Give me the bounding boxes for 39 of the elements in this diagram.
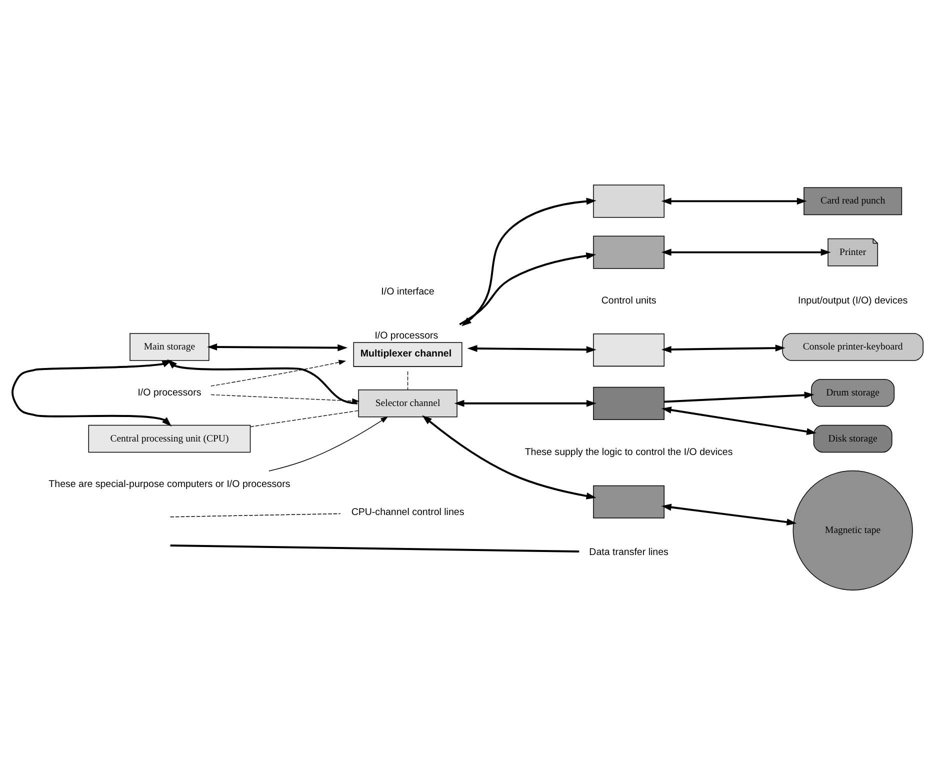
arrow [210, 394, 360, 404]
arrow [454, 400, 596, 407]
node-box [593, 236, 664, 269]
node-box [593, 184, 664, 218]
node-circle: Magnetic tape [792, 470, 913, 590]
node-text: These are special-purpose computers or I/O processors [48, 479, 290, 490]
label: Control units [601, 296, 656, 307]
arrow [167, 359, 358, 404]
label: These supply the logic to control the I/O devices [524, 446, 733, 458]
node-box: Console printer-keyboard [782, 333, 924, 361]
node-box [593, 485, 664, 518]
label: I/O interface [381, 286, 434, 298]
arrow [661, 406, 817, 435]
legend-label: CPU-channel control lines [351, 506, 464, 518]
arrow [210, 360, 346, 386]
connector [250, 410, 359, 428]
node-box: Card read punch [804, 187, 902, 216]
node-box [593, 333, 664, 367]
node-box: Disk storage [813, 424, 892, 453]
arrow [12, 360, 172, 426]
node-label: I/O processors [374, 330, 438, 342]
node-box [593, 386, 664, 420]
legend-label: Data transfer lines [589, 546, 668, 558]
label: Input/output (I/O) devices [798, 296, 908, 307]
arrow [268, 416, 388, 472]
arrow [661, 344, 786, 353]
node-text: I/O processors [138, 387, 202, 398]
arrow [664, 392, 814, 403]
arrow [661, 504, 797, 526]
arrow [661, 248, 831, 256]
arrow [467, 345, 596, 354]
node-box: Main storage [130, 333, 210, 361]
connector [407, 371, 408, 390]
arrow [661, 198, 807, 205]
node-box: Drum storage [811, 378, 895, 407]
arrow [422, 415, 596, 500]
node-box: Central processing unit (CPU) [88, 424, 251, 453]
node-box: Selector channel [358, 390, 458, 418]
arrow [207, 344, 348, 352]
